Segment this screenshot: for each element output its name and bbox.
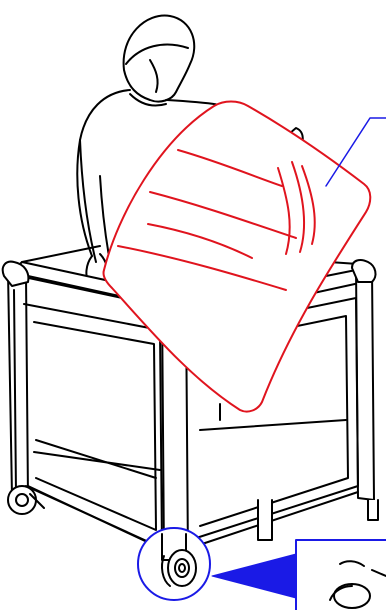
mattress [103,102,370,412]
wheel-detail-circle [138,528,210,600]
wheel-detail-inset [296,540,386,610]
mattress-callout-label [370,104,386,120]
blue-arrow-icon [212,554,296,598]
